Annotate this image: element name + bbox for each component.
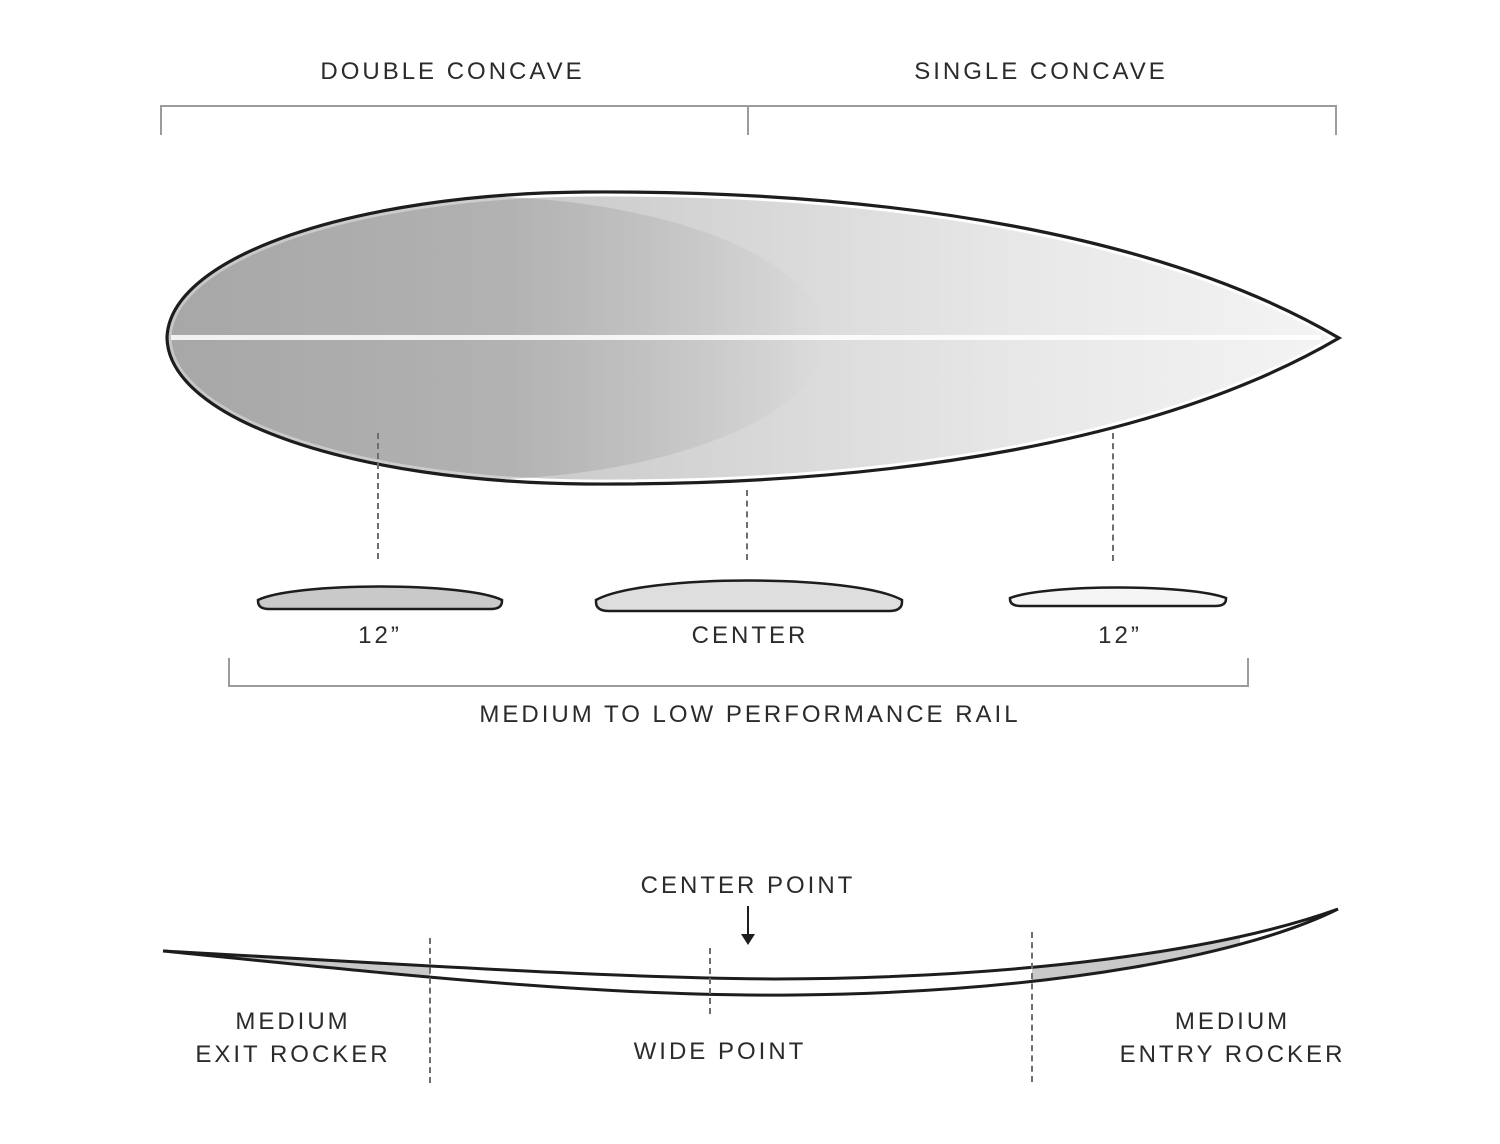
single-concave-label: SINGLE CONCAVE — [914, 58, 1168, 85]
arrow-down-icon — [747, 906, 749, 934]
entry-rocker-label-line1: MEDIUM — [1174, 1008, 1291, 1035]
leader-line-center-rail — [746, 490, 748, 560]
profile-outline-stroke — [162, 907, 1339, 997]
leader-line-right-rail — [1112, 433, 1114, 561]
board-rocker-profile — [162, 907, 1339, 997]
double-concave-bracket — [160, 105, 749, 135]
single-concave-bracket — [745, 105, 1337, 135]
exit-rocker-label-line1: MEDIUM — [235, 1008, 351, 1035]
rail-cross-section-center — [594, 579, 904, 613]
entry-rocker-divider — [1031, 932, 1033, 1082]
rail-bracket — [228, 658, 1249, 687]
wide-point-label: WIDE POINT — [633, 1038, 807, 1065]
entry-rocker-label: MEDIUM ENTRY ROCKER — [1100, 1005, 1365, 1071]
stringer-line — [171, 335, 1321, 340]
rail-left-measure-label: 12” — [358, 622, 402, 649]
double-concave-label: DOUBLE CONCAVE — [320, 58, 585, 85]
rail-description-label: MEDIUM TO LOW PERFORMANCE RAIL — [479, 701, 1021, 728]
center-point-label: CENTER POINT — [640, 872, 856, 899]
board-outline-stroke — [165, 190, 1343, 486]
wide-point-divider — [709, 948, 711, 1014]
exit-rocker-label: MEDIUM EXIT ROCKER — [163, 1005, 423, 1071]
arrow-down-head-icon — [741, 934, 755, 945]
rail-cross-section-left — [256, 585, 504, 611]
exit-rocker-label-line2: EXIT ROCKER — [195, 1041, 391, 1068]
board-bottom-view — [162, 187, 1345, 489]
rail-right-measure-label: 12” — [1098, 622, 1142, 649]
leader-line-left-rail — [377, 433, 379, 559]
rail-cross-section-right — [1008, 586, 1228, 608]
entry-rocker-label-line2: ENTRY ROCKER — [1119, 1041, 1346, 1068]
exit-rocker-divider — [429, 938, 431, 1083]
rail-center-label: CENTER — [691, 622, 809, 649]
